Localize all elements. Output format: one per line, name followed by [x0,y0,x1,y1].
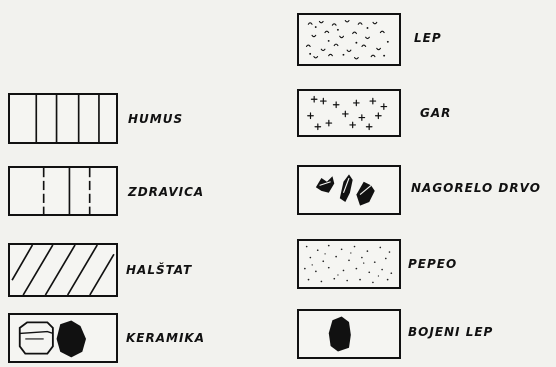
zdravica-swatch [8,166,118,216]
gar-label: GAR [420,106,451,120]
nagorelo-drvo-label: NAGORELO DRVO [411,181,541,195]
halstat-swatch [8,243,118,297]
humus-swatch [8,93,118,144]
keramika-swatch [8,313,118,363]
zdravica-label: ZDRAVICA [128,185,204,199]
humus-label: HUMUS [128,112,183,126]
lep-label: LEP [414,31,442,45]
bojeni-lep-swatch [297,309,401,359]
lep-swatch [297,13,401,66]
gar-swatch [297,89,401,137]
pepeo-swatch [297,239,401,289]
halstat-label: HALŠTAT [126,263,192,277]
keramika-label: KERAMIKA [126,331,205,345]
nagorelo-drvo-swatch [297,165,401,215]
bojeni-lep-label: BOJENI LEP [408,325,493,339]
pepeo-label: PEPEO [408,257,457,271]
